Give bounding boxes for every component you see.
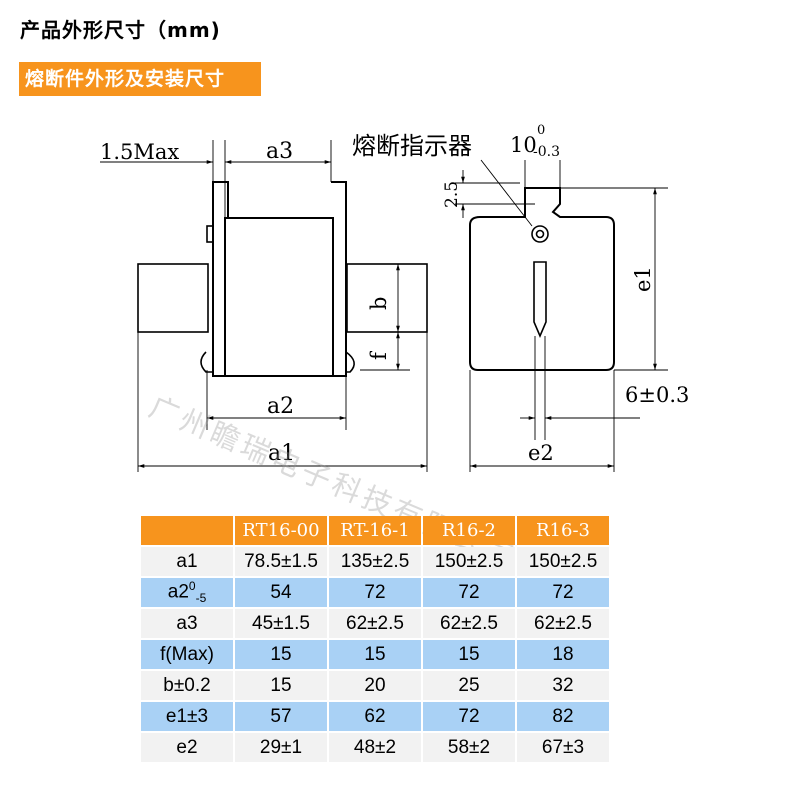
table-cell: 25 bbox=[423, 671, 515, 700]
header-model: RT16-00 bbox=[235, 516, 327, 545]
header-model: R16-2 bbox=[423, 516, 515, 545]
label-a2: a2 bbox=[267, 394, 294, 419]
side-view-dimensions bbox=[100, 140, 428, 472]
table-cell: 62±2.5 bbox=[423, 609, 515, 638]
front-view bbox=[469, 187, 615, 371]
label-10-sub: -0.3 bbox=[533, 144, 560, 160]
header-model: R16-3 bbox=[517, 516, 609, 545]
table-cell: 62±2.5 bbox=[517, 609, 609, 638]
table-cell: 54 bbox=[235, 578, 327, 607]
table-cell: 62 bbox=[329, 702, 421, 731]
label-1-5max: 1.5Max bbox=[100, 140, 179, 164]
label-10: 10 bbox=[510, 133, 537, 157]
front-view-dimensions bbox=[455, 159, 668, 472]
table-cell: 58±2 bbox=[423, 733, 515, 762]
table-cell: 150±2.5 bbox=[423, 547, 515, 576]
row-label: a3 bbox=[141, 609, 233, 638]
row-label: e1±3 bbox=[141, 702, 233, 731]
table-cell: 78.5±1.5 bbox=[235, 547, 327, 576]
page-title: 产品外形尺寸（mm) bbox=[20, 18, 221, 42]
table-cell: 62±2.5 bbox=[329, 609, 421, 638]
table-cell: 150±2.5 bbox=[517, 547, 609, 576]
row-label: f(Max) bbox=[141, 640, 233, 669]
label-6: 6±0.3 bbox=[625, 383, 689, 407]
label-2-5: 2.5 bbox=[442, 181, 462, 208]
label-indicator: 熔断指示器 bbox=[352, 132, 472, 160]
row-label: e2 bbox=[141, 733, 233, 762]
section-banner: 熔断件外形及安装尺寸 bbox=[19, 62, 261, 96]
table-cell: 45±1.5 bbox=[235, 609, 327, 638]
table-cell: 82 bbox=[517, 702, 609, 731]
table-cell: 72 bbox=[329, 578, 421, 607]
table-cell: 20 bbox=[329, 671, 421, 700]
table-cell: 72 bbox=[423, 702, 515, 731]
table-cell: 29±1 bbox=[235, 733, 327, 762]
label-e1: e1 bbox=[631, 266, 655, 292]
label-10-sup: 0 bbox=[537, 123, 545, 138]
dimension-drawing: 1.5Max a3 b f a2 a1 熔断指示器 10 0 -0.3 2.5 … bbox=[100, 123, 689, 472]
table-cell: 67±3 bbox=[517, 733, 609, 762]
header-model: RT-16-1 bbox=[329, 516, 421, 545]
table-cell: 15 bbox=[423, 640, 515, 669]
table-cell: 72 bbox=[517, 578, 609, 607]
table-cell: 18 bbox=[517, 640, 609, 669]
label-a3: a3 bbox=[266, 139, 293, 164]
table-cell: 48±2 bbox=[329, 733, 421, 762]
table-cell: 15 bbox=[235, 671, 327, 700]
table-cell: 15 bbox=[329, 640, 421, 669]
row-label: a1 bbox=[141, 547, 233, 576]
table-cell: 57 bbox=[235, 702, 327, 731]
row-label: a20-5 bbox=[141, 578, 233, 607]
header-row: RT16-00 RT-16-1 R16-2 R16-3 bbox=[141, 516, 609, 545]
table-cell: 15 bbox=[235, 640, 327, 669]
row-label: b±0.2 bbox=[141, 671, 233, 700]
header-corner bbox=[141, 516, 233, 545]
label-e2: e2 bbox=[528, 441, 554, 465]
table-cell: 32 bbox=[517, 671, 609, 700]
table-cell: 72 bbox=[423, 578, 515, 607]
drawing-labels: 1.5Max a3 b f a2 a1 熔断指示器 10 0 -0.3 2.5 … bbox=[100, 123, 689, 466]
side-view bbox=[137, 181, 428, 377]
label-b: b bbox=[367, 297, 391, 310]
label-a1: a1 bbox=[268, 441, 295, 466]
table-cell: 135±2.5 bbox=[329, 547, 421, 576]
label-f: f bbox=[367, 350, 391, 360]
